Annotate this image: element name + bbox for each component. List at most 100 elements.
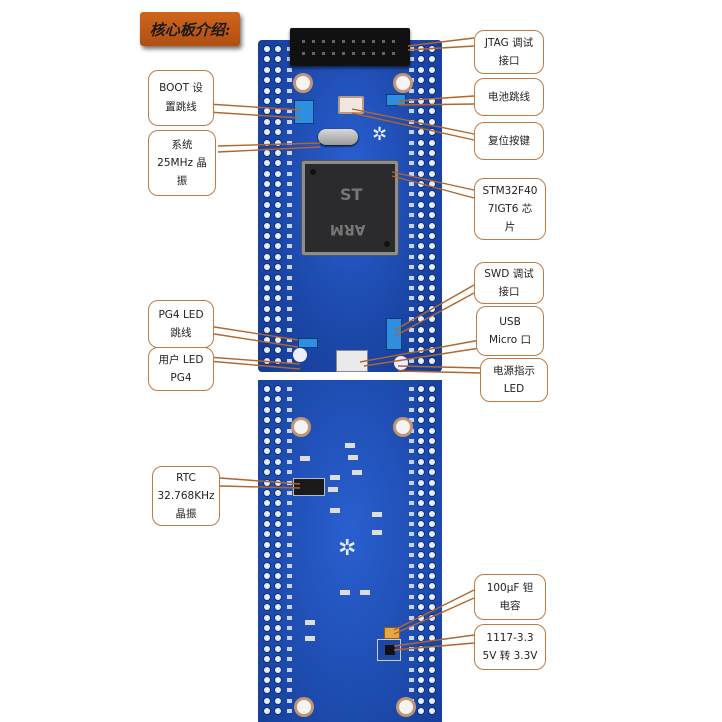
header-pin bbox=[264, 77, 270, 84]
header-pin bbox=[429, 541, 435, 548]
header-pin bbox=[418, 510, 424, 517]
callout-user-led: 用户 LED PG4 bbox=[148, 347, 214, 391]
pin-label bbox=[409, 130, 414, 135]
title-text: 核心板介绍: bbox=[149, 20, 231, 39]
pin-label bbox=[287, 337, 292, 342]
pg4-jumper bbox=[298, 338, 318, 348]
pin-label bbox=[287, 109, 292, 114]
header-pin bbox=[429, 233, 435, 240]
smd-part bbox=[352, 470, 362, 475]
pin-label bbox=[287, 387, 292, 391]
pin-labels-left-top bbox=[286, 44, 294, 366]
header-pin bbox=[275, 253, 281, 260]
pin-label bbox=[287, 636, 292, 641]
header-pin bbox=[264, 624, 270, 631]
header-pin bbox=[275, 233, 281, 240]
pin-label bbox=[287, 418, 292, 423]
pin-label bbox=[409, 522, 414, 527]
stm32-chip: ST ARM bbox=[302, 161, 398, 255]
header-pin bbox=[418, 562, 424, 569]
usb-micro-port bbox=[336, 350, 368, 372]
pin-label bbox=[409, 532, 414, 537]
header-pin bbox=[418, 479, 424, 486]
header-pin bbox=[429, 305, 435, 312]
header-pin bbox=[429, 521, 435, 528]
header-pin bbox=[418, 573, 424, 580]
header-pin bbox=[275, 676, 281, 683]
header-pin bbox=[275, 614, 281, 621]
pin-label bbox=[287, 553, 292, 558]
pin-label bbox=[287, 57, 292, 62]
pin-label bbox=[409, 470, 414, 475]
pin-label bbox=[287, 667, 292, 672]
smd-part bbox=[330, 475, 340, 480]
header-pin bbox=[418, 489, 424, 496]
pin-label bbox=[409, 202, 414, 207]
header-pin bbox=[275, 357, 281, 364]
mount-hole bbox=[399, 700, 413, 714]
header-pin bbox=[429, 437, 435, 444]
callout-line: 晶振 bbox=[175, 508, 197, 520]
pin-label bbox=[287, 119, 292, 124]
header-pin bbox=[275, 87, 281, 94]
header-pin bbox=[429, 97, 435, 104]
pin-label bbox=[409, 667, 414, 672]
header-pin bbox=[275, 274, 281, 281]
header-pin bbox=[264, 284, 270, 291]
header-pin bbox=[429, 427, 435, 434]
pin-label bbox=[287, 348, 292, 353]
pin-label bbox=[287, 296, 292, 301]
header-pin bbox=[418, 336, 424, 343]
header-pin bbox=[418, 448, 424, 455]
pin-label bbox=[409, 615, 414, 620]
header-pin bbox=[264, 604, 270, 611]
pin-label bbox=[287, 306, 292, 311]
header-pin bbox=[418, 396, 424, 403]
header-pin bbox=[275, 645, 281, 652]
pin-label bbox=[287, 171, 292, 176]
callout-line: 5V 转 3.3V bbox=[482, 650, 538, 662]
pin-label bbox=[287, 625, 292, 630]
header-pin bbox=[418, 624, 424, 631]
header-pin bbox=[418, 129, 424, 136]
header-pin bbox=[418, 676, 424, 683]
header-pin bbox=[418, 604, 424, 611]
header-pin bbox=[264, 222, 270, 229]
header-pin bbox=[264, 139, 270, 146]
pin-label bbox=[409, 418, 414, 423]
header-pin bbox=[418, 687, 424, 694]
header-pin bbox=[264, 697, 270, 704]
callout-tantalum-cap: 100μF 钽 电容 bbox=[474, 574, 546, 620]
header-pin bbox=[418, 469, 424, 476]
header-pin bbox=[264, 97, 270, 104]
header-pin bbox=[418, 253, 424, 260]
pin-label bbox=[287, 646, 292, 651]
header-pin bbox=[264, 531, 270, 538]
pin-label bbox=[287, 98, 292, 103]
header-pin bbox=[264, 87, 270, 94]
pin-label bbox=[409, 244, 414, 249]
header-pin bbox=[264, 264, 270, 271]
callout-line: PG4 LED bbox=[158, 309, 204, 321]
header-pin bbox=[264, 417, 270, 424]
pin-label bbox=[287, 397, 292, 402]
tantalum-capacitor bbox=[384, 627, 400, 639]
header-pin bbox=[264, 129, 270, 136]
header-pin bbox=[275, 521, 281, 528]
pin-label bbox=[287, 358, 292, 363]
header-pin bbox=[275, 201, 281, 208]
pin-label bbox=[409, 265, 414, 270]
pin-label bbox=[287, 285, 292, 290]
pin-label bbox=[409, 594, 414, 599]
header-pin bbox=[418, 160, 424, 167]
callout-line: BOOT 设 bbox=[159, 82, 203, 94]
mount-hole bbox=[296, 76, 310, 90]
callout-line: 振 bbox=[176, 175, 188, 187]
bee-logo-icon: ✲ bbox=[372, 124, 388, 145]
header-pin bbox=[418, 458, 424, 465]
st-logo: ST bbox=[340, 185, 363, 204]
pin-label bbox=[287, 480, 292, 485]
pin-header-left-top bbox=[262, 44, 284, 366]
header-pin bbox=[275, 139, 281, 146]
user-led-pad bbox=[293, 348, 307, 362]
